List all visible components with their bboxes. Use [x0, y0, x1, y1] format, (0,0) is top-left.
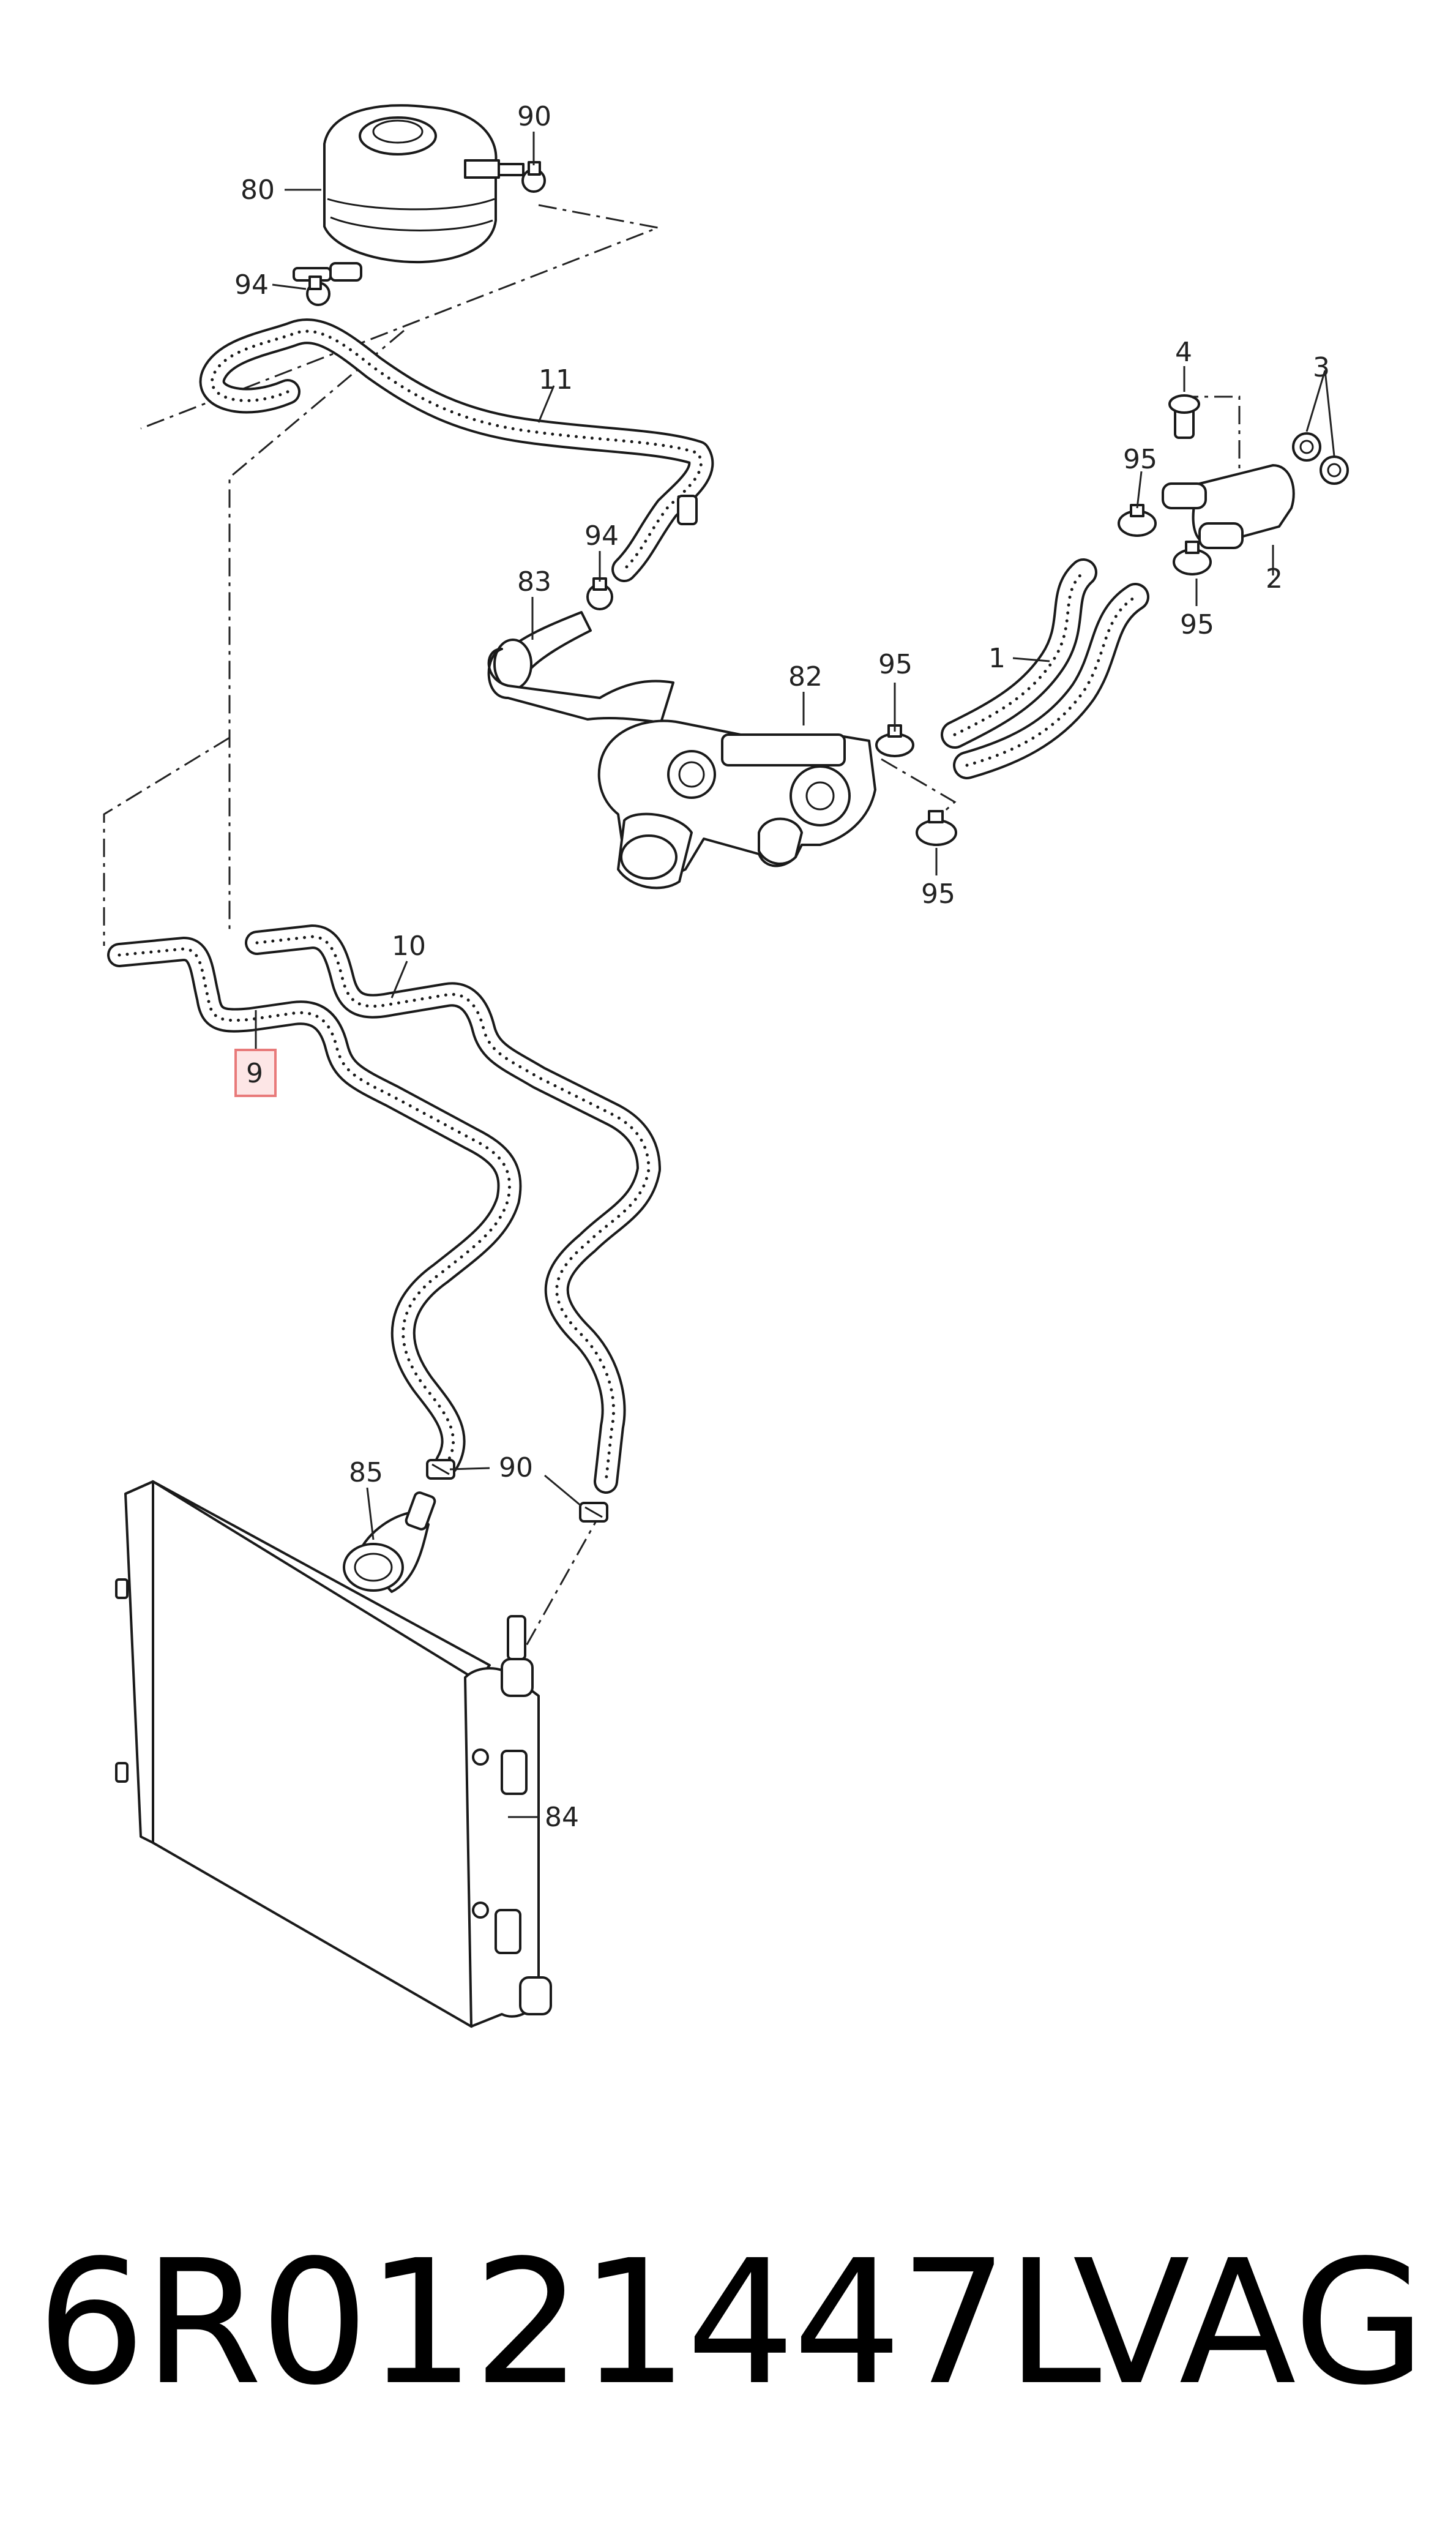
- parts-diagram: 80 90 94 11 4 3 95 2 95 94 83 82 95 1 95…: [103, 101, 1349, 2028]
- hose-clamp-94-top: [306, 275, 330, 306]
- hose-clamp-95-upper-right: [1173, 541, 1212, 575]
- callout-95-upper-right: 95: [1180, 609, 1214, 640]
- pipe-connector-83: [487, 611, 674, 724]
- callout-3: 3: [1313, 352, 1330, 383]
- callout-9: 9: [246, 1058, 263, 1089]
- callout-84: 84: [545, 1802, 579, 1833]
- callout-95-lower: 95: [921, 879, 955, 910]
- callout-80: 80: [241, 174, 275, 206]
- callout-90-lower: 90: [499, 1452, 533, 1483]
- hose-10: [245, 924, 661, 1494]
- leader-lines: [255, 132, 1335, 1818]
- thermostat-housing-82: [597, 719, 876, 890]
- hose-11: [199, 318, 714, 582]
- callout-90-top: 90: [517, 101, 551, 132]
- callout-94-top: 94: [234, 269, 269, 301]
- callout-10: 10: [392, 931, 426, 962]
- callout-2: 2: [1266, 563, 1283, 594]
- callout-labels: 80 90 94 11 4 3 95 2 95 94 83 82 95 1 95…: [234, 101, 1330, 1833]
- hose-clamp-90-right: [579, 1502, 608, 1523]
- twin-hose-1: [941, 558, 1149, 779]
- heater-connector-2: [1162, 394, 1349, 549]
- callout-83: 83: [517, 566, 551, 598]
- callout-11: 11: [539, 364, 573, 395]
- callout-95-upper-left: 95: [1123, 444, 1157, 475]
- hose-clamp-90-top: [521, 161, 546, 193]
- radiator-84: [115, 1480, 552, 2028]
- hose-9: [107, 937, 522, 1475]
- highlight-box-9: [234, 1049, 277, 1097]
- callout-95-thermostat: 95: [878, 649, 913, 680]
- hose-clamp-94-lower: [586, 577, 613, 610]
- part-number: 6R0121447L: [37, 2224, 1102, 2423]
- hose-clamp-95-lower: [916, 810, 957, 846]
- callout-94-lower: 94: [584, 520, 619, 552]
- footer: 6R0121447L VAG: [37, 2222, 1426, 2424]
- brand-label: VAG: [1072, 2224, 1426, 2423]
- callout-82: 82: [788, 661, 823, 692]
- pipe-connector-85: [343, 1491, 436, 1593]
- callout-85: 85: [349, 1457, 383, 1488]
- callout-4: 4: [1175, 337, 1192, 368]
- expansion-tank: [293, 104, 525, 282]
- callout-1: 1: [988, 643, 1006, 674]
- hose-clamp-95-upper-left: [1118, 504, 1157, 537]
